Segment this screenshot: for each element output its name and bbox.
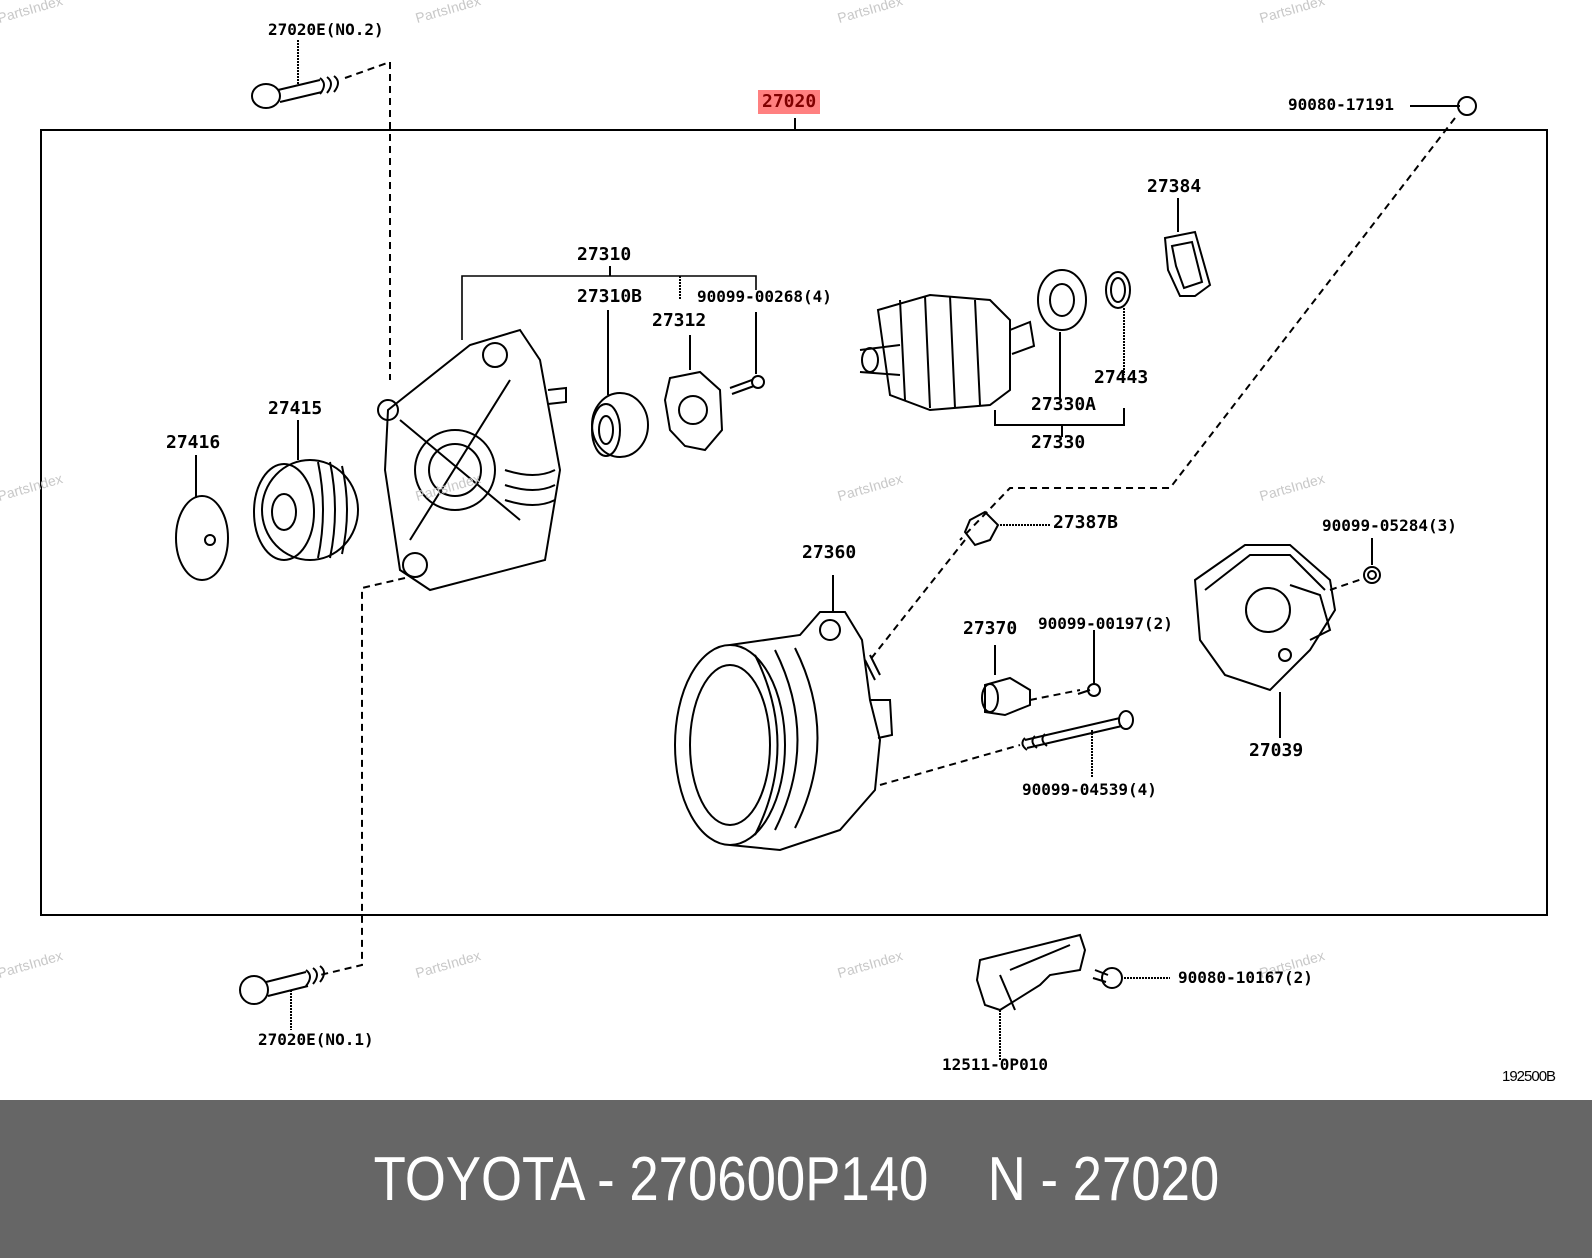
part-label-27312[interactable]: 27312 <box>652 310 707 331</box>
diagram-drawing <box>40 40 1548 1060</box>
part-label-27310[interactable]: 27310 <box>577 244 632 265</box>
footer-diagram-ref: N - 27020 <box>987 1144 1219 1214</box>
part-label-90099-05284[interactable]: 90099-05284(3) <box>1322 516 1457 535</box>
part-label-90080-17191[interactable]: 90080-17191 <box>1288 95 1394 114</box>
part-label-27443[interactable]: 27443 <box>1094 367 1149 388</box>
bracket-12511-drawing <box>975 933 1087 1012</box>
part-label-27330A[interactable]: 27330A <box>1031 394 1097 415</box>
part-label-90080-10167[interactable]: 90080-10167(2) <box>1178 968 1313 987</box>
bearing-27330A-drawing <box>1037 269 1087 331</box>
part-label-27416[interactable]: 27416 <box>166 432 221 453</box>
part-label-27020-highlighted[interactable]: 27020 <box>758 90 821 114</box>
part-label-27020E-no1[interactable]: 27020E(NO.1) <box>258 1030 374 1049</box>
bolt-27020E-no1-drawing <box>239 965 325 1030</box>
footer-banner: TOYOTA - 270600P140 N - 27020 <box>0 1100 1592 1258</box>
pulley-27415-drawing <box>253 459 359 561</box>
footer-text: TOYOTA - 270600P140 N - 27020 <box>373 1144 1219 1215</box>
part-label-27310B[interactable]: 27310B <box>577 286 643 307</box>
bolt-27020E-no2-drawing <box>251 40 391 380</box>
part-label-12511-0P010[interactable]: 12511-0P010 <box>942 1055 1048 1074</box>
part-label-27384[interactable]: 27384 <box>1147 176 1202 197</box>
drive-end-frame-drawing <box>377 328 567 592</box>
stator-27360-drawing <box>674 611 894 852</box>
part-label-27020E-no2[interactable]: 27020E(NO.2) <box>268 20 384 39</box>
part-label-90099-00268[interactable]: 90099-00268(4) <box>697 287 832 306</box>
part-label-90099-04539[interactable]: 90099-04539(4) <box>1022 780 1157 799</box>
rear-cover-27039-drawing <box>1193 544 1337 692</box>
footer-brand-part-number: TOYOTA - 270600P140 <box>373 1144 928 1214</box>
part-label-27039[interactable]: 27039 <box>1249 740 1304 761</box>
washer-27443-drawing <box>1105 271 1131 309</box>
parts-diagram: PartsIndex PartsIndex PartsIndex PartsIn… <box>0 0 1557 1085</box>
retainer-plate-27312-drawing <box>663 370 724 452</box>
part-label-90099-00197[interactable]: 90099-00197(2) <box>1038 614 1173 633</box>
figure-code: 192500B <box>1502 1068 1556 1085</box>
part-label-27387B[interactable]: 27387B <box>1053 512 1119 533</box>
part-label-27370[interactable]: 27370 <box>963 618 1018 639</box>
regulator-27370-drawing <box>984 676 1031 717</box>
cap-27416-drawing <box>175 495 229 581</box>
part-label-27330[interactable]: 27330 <box>1031 432 1086 453</box>
rotor-drawing <box>859 293 1036 412</box>
part-label-27360[interactable]: 27360 <box>802 542 857 563</box>
cover-27384-drawing <box>1163 230 1212 297</box>
part-label-27415[interactable]: 27415 <box>268 398 323 419</box>
